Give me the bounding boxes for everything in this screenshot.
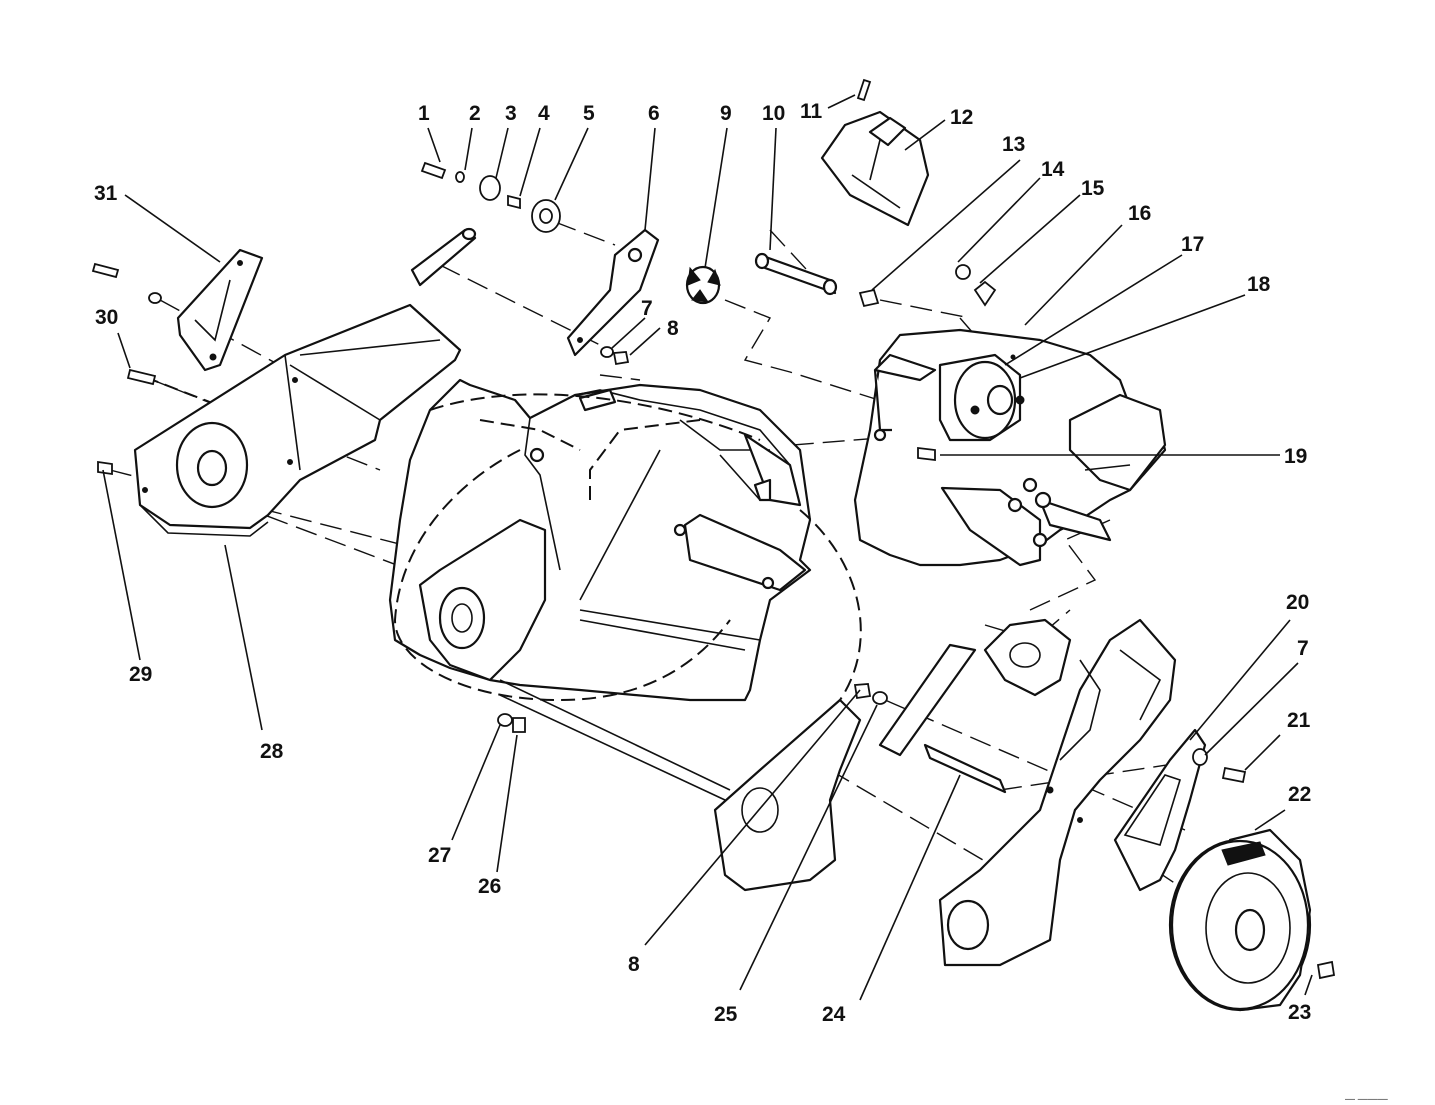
hardware xyxy=(91,78,1336,980)
callout-16: 16 xyxy=(1128,202,1151,225)
callout-31: 31 xyxy=(94,182,118,205)
callout-7-lower: 7 xyxy=(1297,637,1309,660)
callout-4: 4 xyxy=(538,102,550,125)
callout-12: 12 xyxy=(950,106,973,129)
callout-23: 23 xyxy=(1288,1001,1311,1024)
callout-28: 28 xyxy=(260,740,284,763)
bracket xyxy=(176,248,264,372)
callout-8-lower: 8 xyxy=(628,953,640,976)
callout-24: 24 xyxy=(822,1003,846,1026)
wheel xyxy=(1168,828,1312,1012)
callout-15: 15 xyxy=(1081,177,1105,200)
left-side-plate xyxy=(133,303,462,537)
callout-11: 11 xyxy=(800,100,823,123)
callout-13: 13 xyxy=(1002,133,1025,156)
callout-17: 17 xyxy=(1181,233,1204,256)
callout-18: 18 xyxy=(1247,273,1271,296)
callout-6: 6 xyxy=(648,102,660,125)
callout-1: 1 xyxy=(418,102,430,125)
callout-labels: 1 2 3 4 5 6 7 8 9 10 11 12 13 14 15 16 1… xyxy=(94,100,1388,1105)
auger-phantom-outline xyxy=(393,393,862,702)
callout-26: 26 xyxy=(478,875,501,898)
support-rods xyxy=(878,618,1072,794)
chute-bracket xyxy=(566,228,660,357)
callout-10: 10 xyxy=(762,102,785,125)
callout-20: 20 xyxy=(1286,591,1309,614)
outer-plate xyxy=(1113,728,1207,892)
callout-22: 22 xyxy=(1288,783,1311,806)
auger-housing xyxy=(388,378,812,801)
leader-lines xyxy=(102,94,1313,1001)
callout-25: 25 xyxy=(714,1003,738,1026)
right-side-plate xyxy=(713,618,1177,967)
callout-9: 9 xyxy=(720,102,732,125)
impeller-gear xyxy=(685,265,721,305)
drawing-stamp: — ——— xyxy=(1345,1094,1388,1105)
callout-2: 2 xyxy=(469,102,481,125)
callout-7-upper: 7 xyxy=(641,297,653,320)
callout-5: 5 xyxy=(583,102,595,125)
callout-21: 21 xyxy=(1287,709,1311,732)
callout-29: 29 xyxy=(129,663,152,686)
tubes xyxy=(410,227,838,296)
shroud xyxy=(820,110,930,227)
callout-14: 14 xyxy=(1041,158,1065,181)
callout-3: 3 xyxy=(505,102,517,125)
callout-19: 19 xyxy=(1284,445,1307,468)
callout-27: 27 xyxy=(428,844,451,867)
gearbox-assembly xyxy=(853,328,1167,567)
callout-8-upper: 8 xyxy=(667,317,679,340)
callout-30: 30 xyxy=(95,306,118,329)
